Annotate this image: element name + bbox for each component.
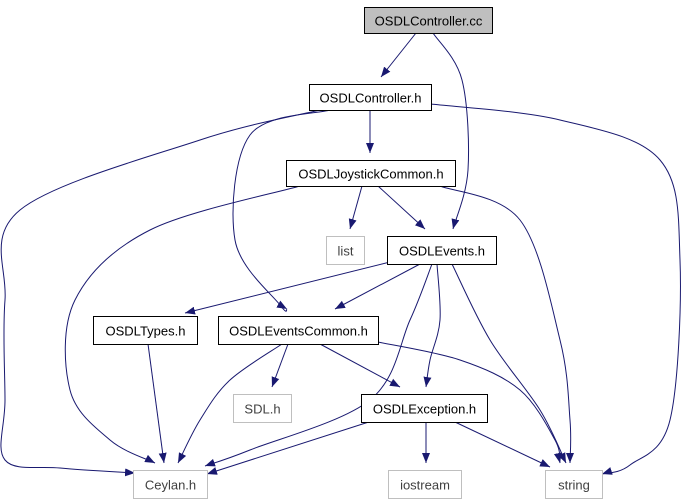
node-osdlcontroller-h[interactable]: OSDLController.h: [309, 84, 432, 111]
edge-osdljoystickcommon-h-to-osdlevents-h: [377, 185, 426, 230]
edge-osdlexception-h-to-string: [454, 421, 551, 468]
edge-osdleventscommon-h-to-ceylan-h: [177, 343, 283, 464]
node-label: OSDLEvents.h: [399, 244, 485, 259]
edge-osdleventscommon-h-to-osdlexception-h: [319, 343, 401, 388]
node-label: OSDLException.h: [373, 402, 476, 417]
edge-osdlevents-h-to-osdleventscommon-h: [334, 263, 421, 310]
node-list: list: [326, 236, 365, 265]
node-box: [286, 160, 456, 187]
edge-osdlcontroller-cc-to-osdlevents-h: [432, 32, 470, 230]
edge-osdleventscommon-h-to-sdl-h: [271, 343, 289, 388]
edge-osdlcontroller-h-to-string: [430, 103, 681, 475]
edge-osdlexception-h-to-ceylan-h: [206, 419, 376, 475]
node-box: [388, 470, 462, 499]
node-label: SDL.h: [244, 402, 280, 417]
node-osdlevents-h[interactable]: OSDLEvents.h: [387, 236, 497, 265]
node-label: OSDLJoystickCommon.h: [298, 167, 443, 182]
edge-osdlevents-h-to-osdltypes-h: [184, 261, 391, 315]
node-label: OSDLTypes.h: [106, 324, 186, 339]
node-string: string: [545, 470, 603, 499]
node-box: [93, 316, 198, 345]
node-osdltypes-h[interactable]: OSDLTypes.h: [93, 316, 198, 345]
node-sdl-h: SDL.h: [233, 394, 292, 423]
node-box: [387, 236, 497, 265]
node-label: string: [558, 478, 590, 493]
node-osdlexception-h[interactable]: OSDLException.h: [361, 394, 488, 423]
node-ceylan-h: Ceylan.h: [133, 470, 208, 499]
node-label: OSDLEventsCommon.h: [229, 324, 368, 339]
edge-osdlcontroller-h-to-ceylan-h: [0, 109, 321, 477]
edge-osdljoystickcommon-h-to-ceylan-h: [64, 185, 301, 464]
node-box: [361, 394, 488, 423]
edge-osdlcontroller-cc-to-osdlcontroller-h: [380, 32, 417, 78]
edge-osdlcontroller-h-to-osdleventscommon-h: [232, 109, 331, 312]
node-box: [309, 84, 432, 111]
node-osdleventscommon-h[interactable]: OSDLEventsCommon.h: [218, 316, 379, 345]
edge-osdlevents-h-to-string: [451, 263, 567, 464]
node-label: OSDLController.h: [320, 91, 422, 106]
node-box: [545, 470, 603, 499]
node-label: list: [338, 244, 354, 259]
node-box: [326, 236, 365, 265]
node-label: iostream: [400, 478, 450, 493]
node-box: [364, 7, 493, 34]
edge-osdljoystickcommon-h-to-list: [348, 185, 363, 230]
node-label: OSDLController.cc: [375, 14, 483, 29]
node-iostream: iostream: [388, 470, 462, 499]
node-osdljoystickcommon-h[interactable]: OSDLJoystickCommon.h: [286, 160, 456, 187]
edge-osdlevents-h-to-osdlexception-h: [423, 263, 441, 388]
node-box: [233, 394, 292, 423]
node-box: [218, 316, 379, 345]
node-osdlcontroller-cc[interactable]: OSDLController.cc: [364, 7, 493, 34]
edge-osdlevents-h-to-ceylan-h: [204, 263, 433, 467]
node-box: [133, 470, 208, 499]
node-layer: OSDLController.ccOSDLController.hOSDLJoy…: [93, 7, 603, 499]
node-label: Ceylan.h: [145, 478, 196, 493]
edge-osdljoystickcommon-h-to-string: [439, 185, 575, 464]
edge-osdltypes-h-to-ceylan-h: [147, 343, 167, 464]
edge-osdleventscommon-h-to-string: [377, 341, 562, 464]
